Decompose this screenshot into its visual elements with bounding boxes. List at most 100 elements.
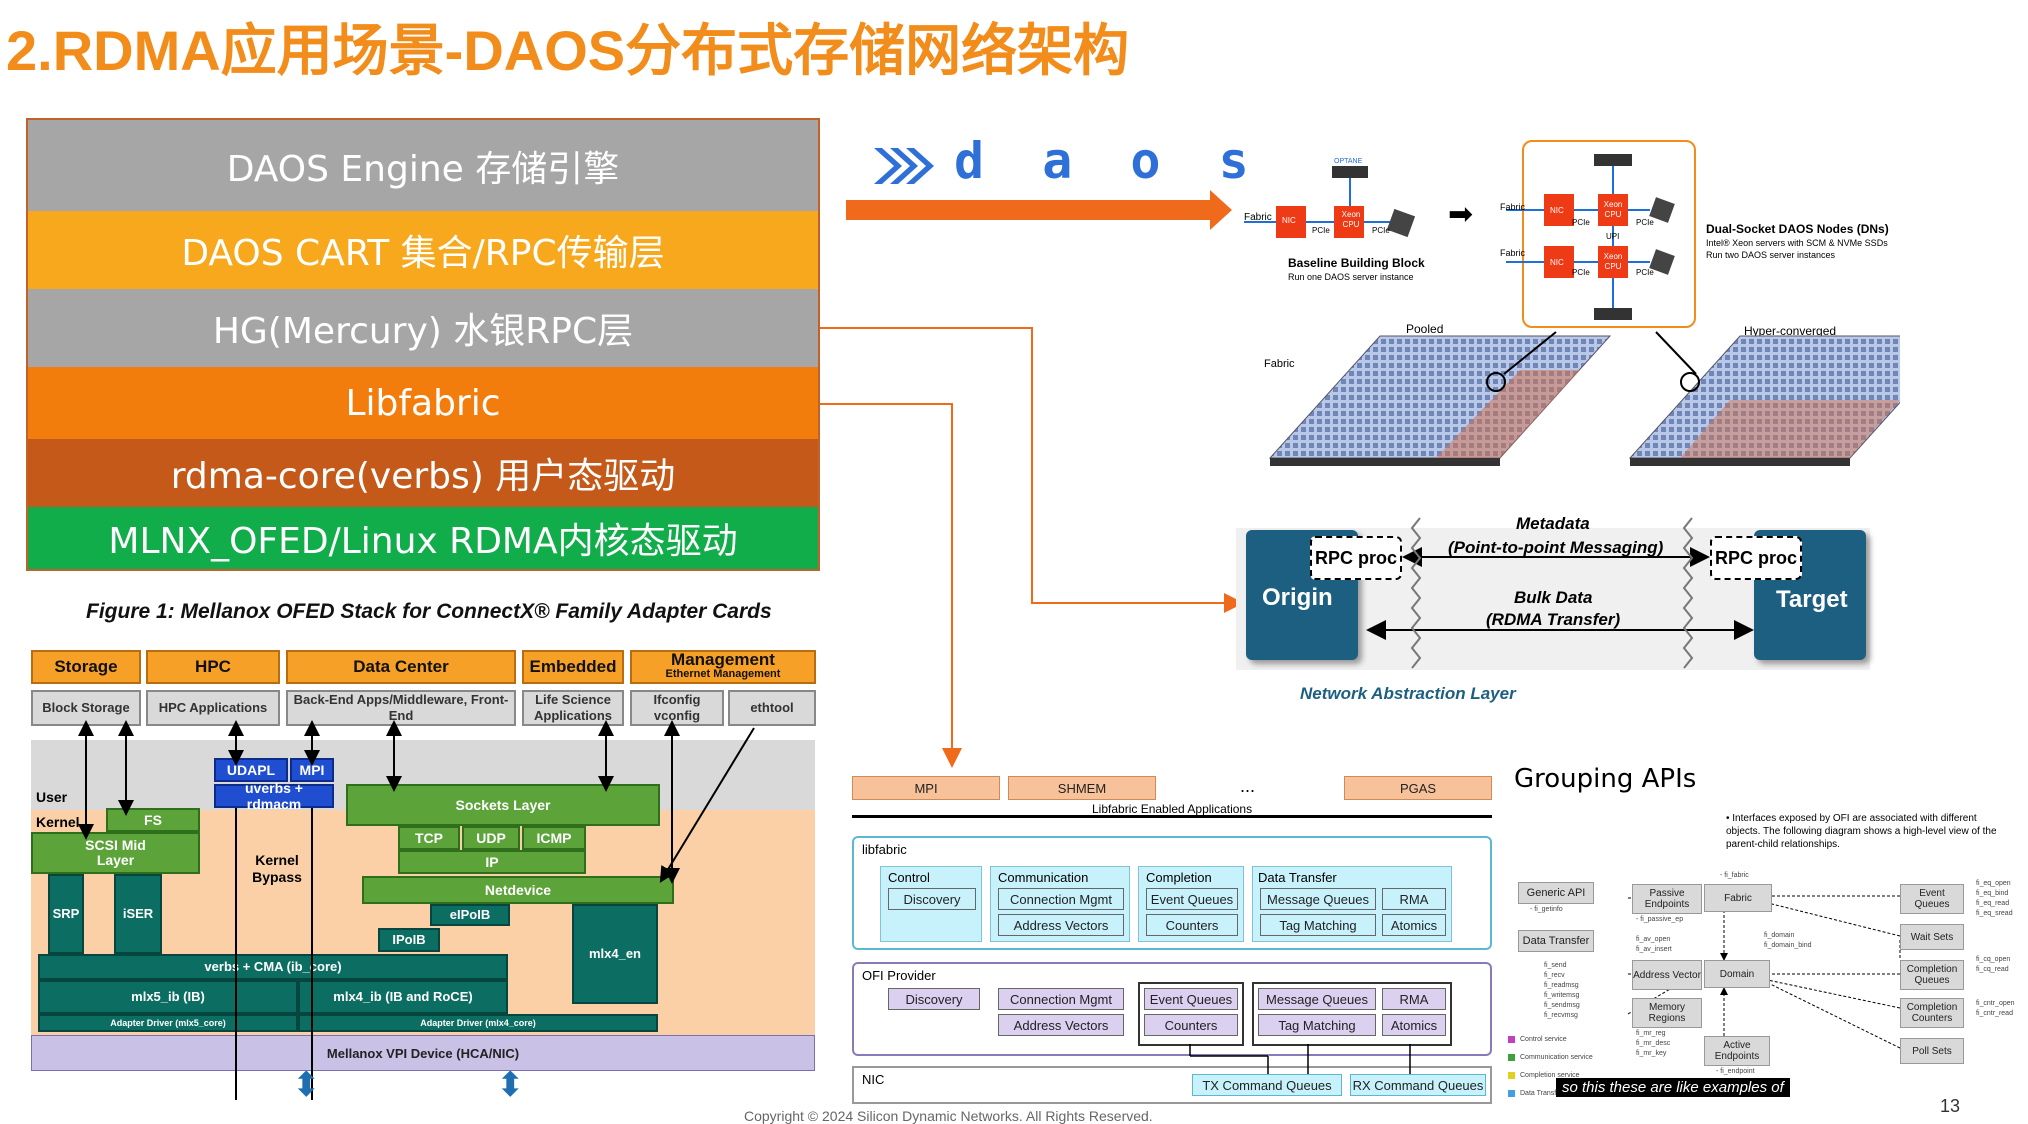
lf-addr-vectors: Address Vectors (998, 914, 1124, 936)
grouping-bullet: • Interfaces exposed by OFI are associat… (1726, 813, 1997, 850)
ofi-rma: RMA (1382, 988, 1446, 1010)
eq-call: fi_eq_sread (1976, 910, 2013, 917)
grp-cq-call: fi_cq_open (1976, 956, 2011, 963)
legend-completion: Completion service (1520, 1072, 1580, 1079)
pooled-label: Pooled (1406, 322, 1444, 336)
grp-av-call: fi_av_open (1636, 936, 1671, 943)
lf-atomics: Atomics (1382, 914, 1446, 936)
app-pgas: PGAS (1344, 776, 1492, 800)
grp-active-endpoints: Active Endpoints (1704, 1036, 1770, 1066)
rdma-transfer-label: (RDMA Transfer) (1486, 610, 1621, 629)
libfabric-label: libfabric (862, 842, 907, 857)
dual-socket-box (1522, 140, 1696, 328)
netdevice-block: Netdevice (362, 876, 674, 904)
enabled-label: Libfabric Enabled Applications (1092, 802, 1253, 816)
black-arrow-icon: ➡ (1448, 198, 1474, 231)
target-label: Target (1776, 586, 1848, 613)
dt-call: fi_readmsg (1544, 982, 1579, 989)
dual-pcie-2: PCIe (1636, 218, 1654, 227)
cat-hpc: HPC (146, 650, 280, 684)
user-label: User (36, 789, 68, 805)
ofi-provider-label: OFI Provider (862, 968, 936, 983)
grp-memory-regions: Memory Regions (1632, 998, 1702, 1028)
grp-mr-call: fi_mr_desc (1636, 1040, 1671, 1047)
cat-data-center: Data Center (286, 650, 516, 684)
mlx4-en-block: mlx4_en (572, 904, 658, 1004)
driver-mlx4: Adapter Driver (mlx4_core) (298, 1014, 658, 1032)
legend-swatch-completion (1508, 1072, 1515, 1079)
legend-communication: Communication service (1520, 1054, 1593, 1061)
bulk-label: Bulk Data (1514, 588, 1593, 607)
ofi-provider-box (852, 962, 1492, 1056)
driver-mlx5: Adapter Driver (mlx5_core) (38, 1014, 298, 1032)
app-mpi: MPI (852, 776, 1000, 800)
ofi-counters: Counters (1144, 1014, 1238, 1036)
lf-event-queues: Event Queues (1146, 888, 1238, 910)
uverbs-block: uverbs + rdmacm (214, 780, 334, 812)
ofed-bottom-band (31, 1035, 815, 1071)
rack-fabric-label: Fabric (1264, 358, 1295, 370)
baseline-title: Baseline Building Block (1288, 256, 1425, 270)
grp-fi-endpoint: - fi_endpoint (1716, 1068, 1755, 1075)
app-shmem: SHMEM (1008, 776, 1156, 800)
legend-swatch-communication (1508, 1054, 1515, 1061)
nic-connectors (1189, 1044, 1411, 1074)
lf-msg-queues: Message Queues (1260, 888, 1376, 910)
srp-block: SRP (48, 874, 84, 954)
grp-mr-call: fi_mr_key (1636, 1050, 1667, 1057)
layer-mlnx-ofed: MLNX_OFED/Linux RDMA内核态驱动 (26, 507, 820, 571)
dt-call: fi_sendmsg (1544, 1002, 1580, 1009)
p2p-label: (Point-to-point Messaging) (1448, 538, 1664, 557)
baseline-fabric-label: Fabric (1244, 212, 1272, 223)
dual-pcie-3: PCIe (1572, 268, 1590, 277)
grp-data-transfer: Data Transfer (1518, 930, 1594, 952)
grp-fi-getinfo: - fi_getinfo (1530, 906, 1563, 913)
rpc-proc-target: RPC proc (1710, 536, 1802, 580)
cat-storage: Storage (31, 650, 141, 684)
ofi-event-queues: Event Queues (1144, 988, 1238, 1010)
subtitle-overlay: so this these are like examples of (1556, 1078, 1790, 1097)
grp-domain-call: fi_domain (1764, 932, 1795, 939)
ofed-connectors (78, 720, 755, 1100)
ofed-caption: Figure 1: Mellanox OFED Stack for Connec… (86, 600, 772, 623)
vpi-device: Mellanox VPI Device (HCA/NIC) (326, 1046, 520, 1061)
ip-block: IP (398, 850, 586, 874)
lf-counters: Counters (1146, 914, 1238, 936)
grp-cntr-call: fi_cntr_open (1976, 1000, 2015, 1007)
cat-management: Management Ethernet Management (630, 650, 816, 684)
completion-label: Completion (1146, 870, 1212, 885)
slide-title: 2.RDMA应用场景-DAOS分布式存储网络架构 (6, 19, 1130, 82)
daos-chevron-icon (874, 148, 934, 184)
grp-address-vector: Address Vector (1632, 960, 1702, 990)
baseline-optane: OPTANE (1334, 158, 1363, 165)
grp-passive-endpoints: Passive Endpoints (1632, 884, 1702, 914)
grp-completion-counters: Completion Counters (1900, 998, 1964, 1028)
grp-fi-fabric: - fi_fabric (1720, 872, 1749, 879)
fs-block: FS (106, 808, 200, 832)
ofi-conn-mgmt: Connection Mgmt (998, 988, 1124, 1010)
grouping-title: Grouping APIs (1514, 764, 1697, 794)
app-ellipsis: ... (1240, 776, 1256, 796)
lf-tag-matching: Tag Matching (1260, 914, 1376, 936)
layer-daos-engine: DAOS Engine 存储引擎 (26, 118, 820, 211)
dt-call: fi_recvmsg (1544, 1012, 1578, 1019)
dt-call: fi_writemsg (1544, 992, 1580, 999)
dual-sub-1: Intel® Xeon servers with SCM & NVMe SSDs (1706, 238, 1888, 248)
eq-call: fi_eq_read (1976, 900, 2010, 907)
dual-nic-2: NIC (1550, 258, 1564, 267)
dual-pcie-4: PCIe (1636, 268, 1654, 277)
dual-pcie-1: PCIe (1572, 218, 1590, 227)
app-hpc: HPC Applications (146, 690, 280, 726)
baseline-nic: NIC (1282, 216, 1296, 225)
dt-call: fi_send (1544, 962, 1567, 969)
control-label: Control (888, 870, 930, 885)
data-transfer-label: Data Transfer (1258, 870, 1337, 885)
libfabric-box (852, 836, 1492, 950)
ofi-discovery: Discovery (888, 988, 980, 1010)
kernel-bypass-label: Kernel Bypass (252, 852, 302, 885)
grp-wait-sets: Wait Sets (1900, 924, 1964, 950)
dual-xeon-1: Xeon CPU (1603, 200, 1623, 219)
layer-daos-cart: DAOS CART 集合/RPC传输层 (26, 211, 820, 289)
scsi-block: SCSI Mid Layer (31, 832, 200, 874)
